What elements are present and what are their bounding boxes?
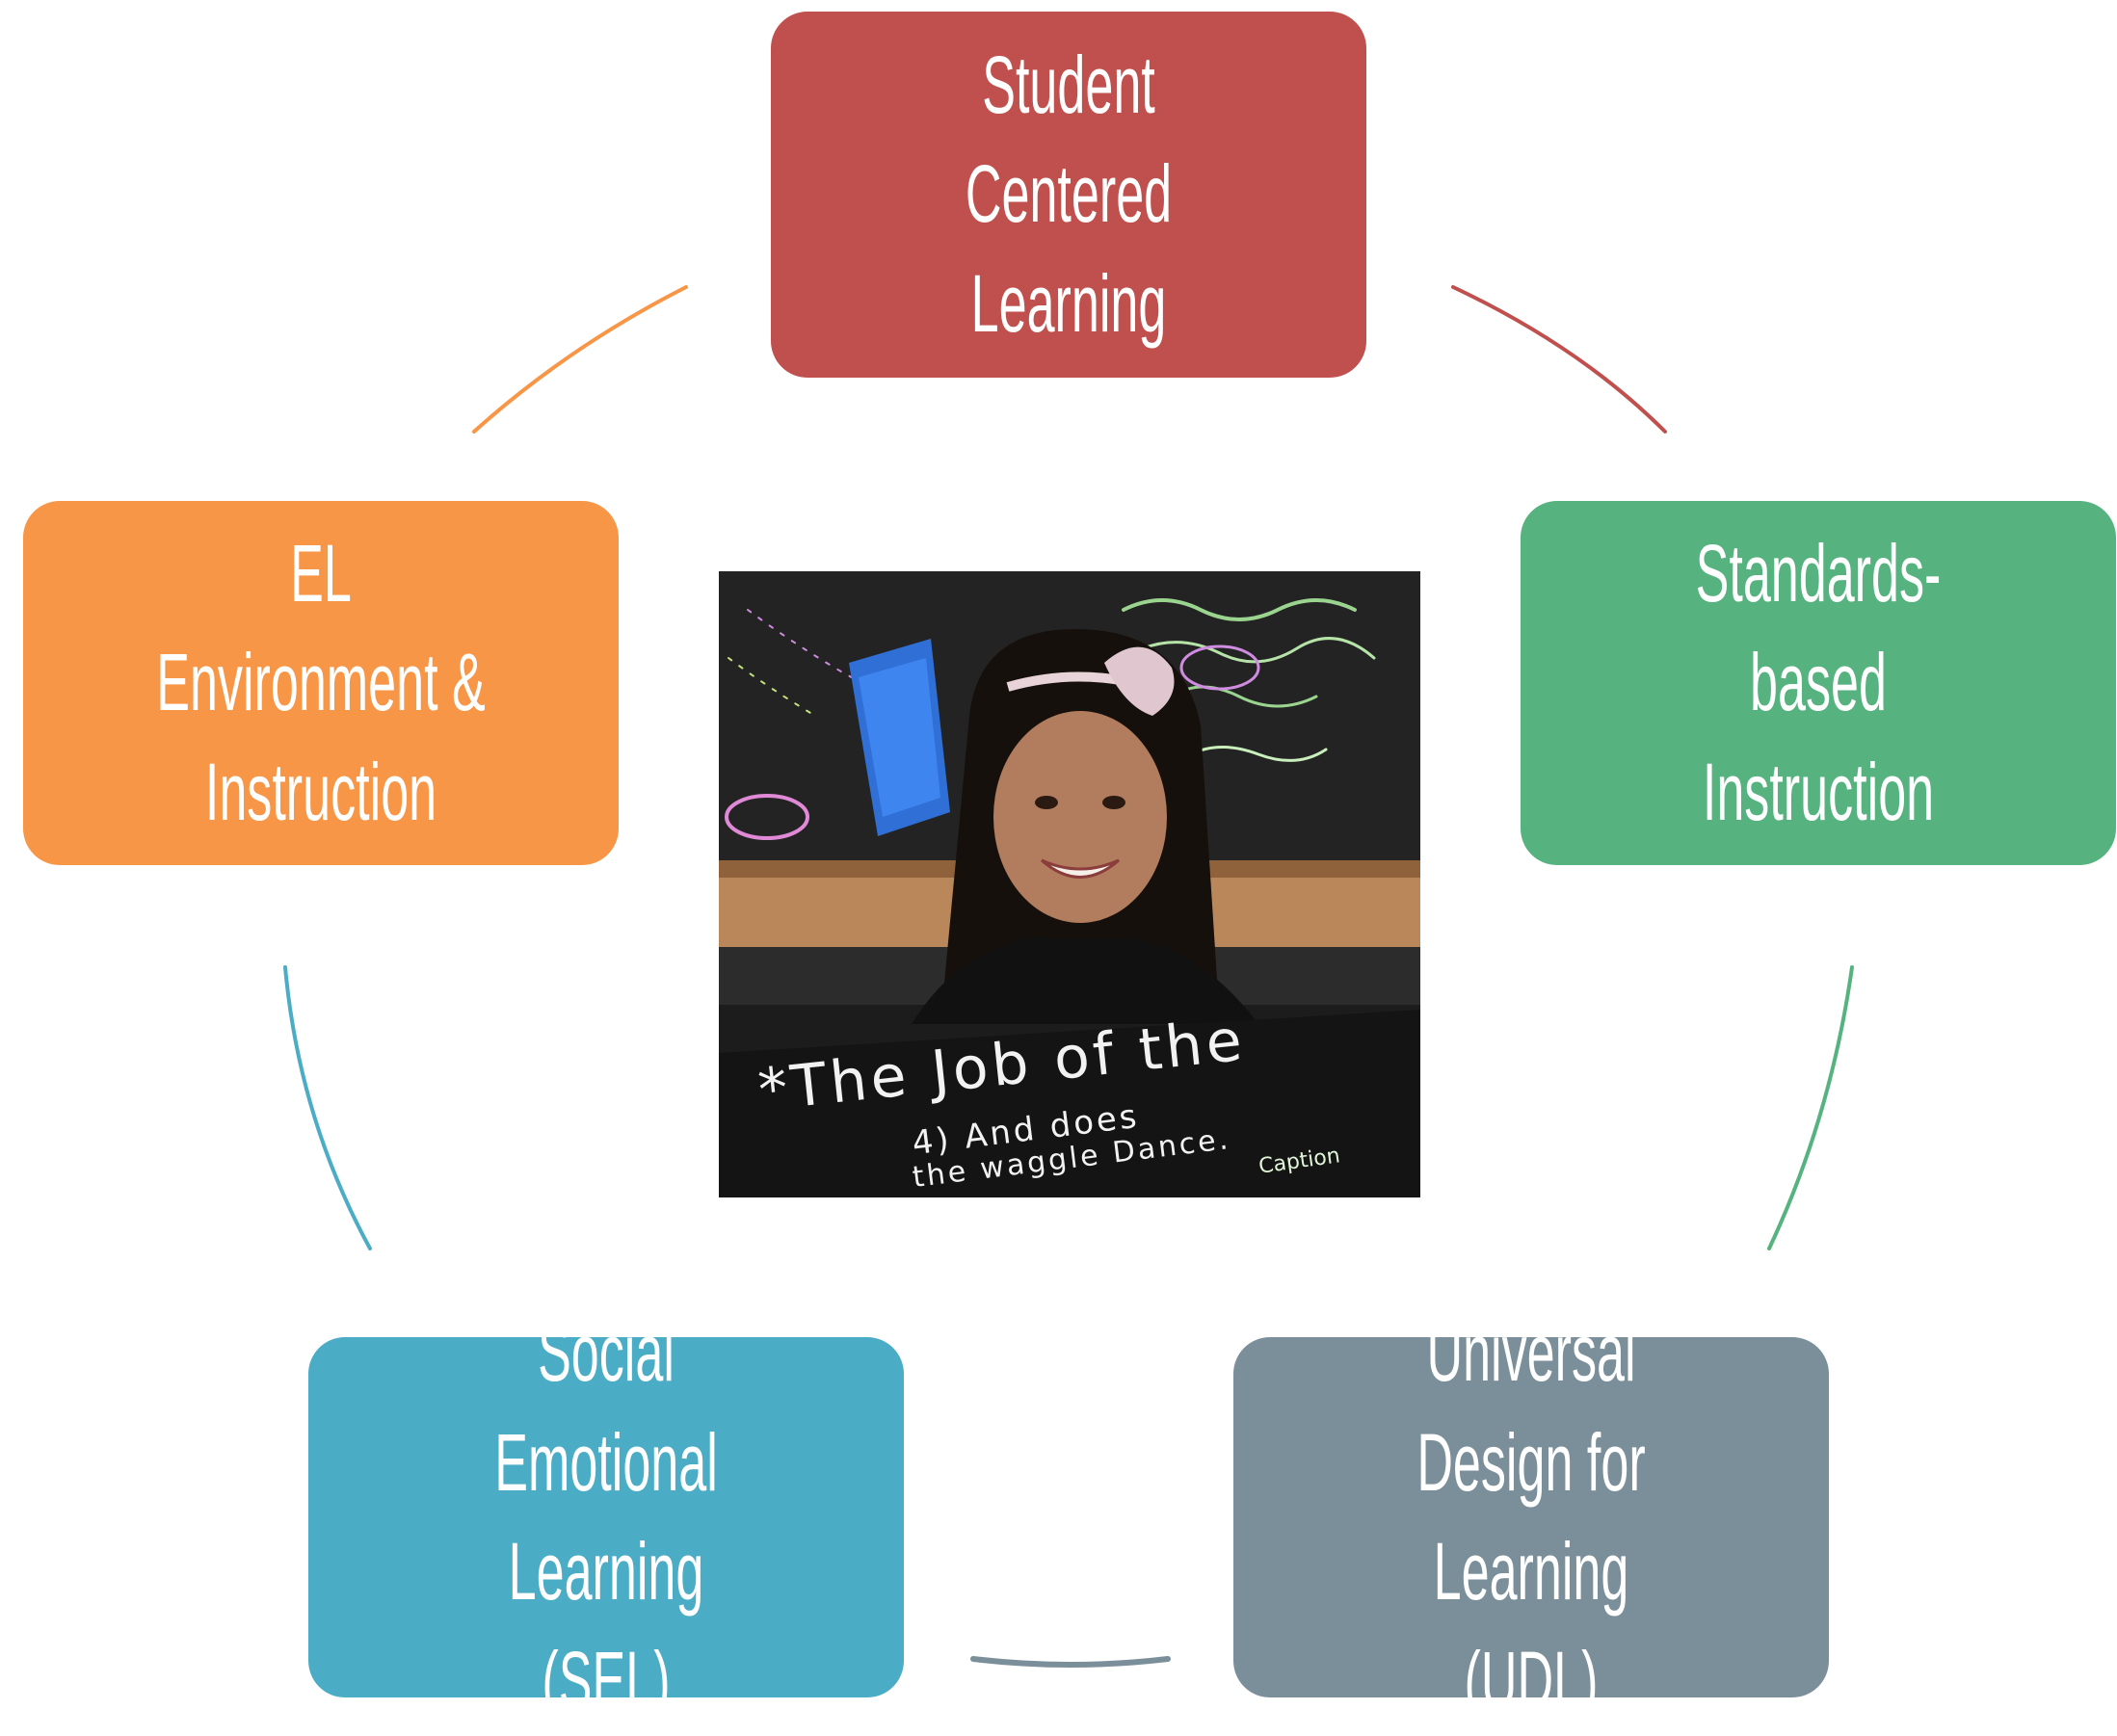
node-label: EL Environment & Instruction bbox=[156, 527, 486, 837]
node-label: Social Emotional Learning (SEL) bbox=[494, 1307, 718, 1726]
node-label: Student Centered Learning bbox=[965, 39, 1173, 349]
photo-icon bbox=[719, 571, 1420, 1197]
connector-bottom-left-to-left bbox=[283, 965, 372, 1250]
node-label: Universal Design for Learning (UDL) bbox=[1416, 1307, 1646, 1726]
cycle-diagram: Student Centered Learning Standards-base… bbox=[23, 12, 2116, 1725]
node-social-emotional-learning: Social Emotional Learning (SEL) bbox=[308, 1307, 904, 1725]
node-standards-based-instruction: Standards-based Instruction bbox=[1521, 501, 2116, 865]
node-label: Standards-based Instruction bbox=[1695, 527, 1942, 837]
center-photo: *The Job of the 4) And does the waggle D… bbox=[719, 571, 1420, 1197]
node-universal-design-for-learning: Universal Design for Learning (UDL) bbox=[1233, 1307, 1829, 1725]
connector-bottom-right-to-bottom-left bbox=[970, 1656, 1171, 1668]
connector-left-to-top bbox=[472, 285, 688, 434]
cycle-connectors bbox=[283, 285, 1854, 1668]
node-student-centered-learning: Student Centered Learning bbox=[771, 12, 1366, 378]
connector-top-to-right bbox=[1451, 285, 1667, 434]
node-el-environment-instruction: EL Environment & Instruction bbox=[23, 501, 619, 865]
connector-right-to-bottom-right bbox=[1767, 965, 1854, 1250]
